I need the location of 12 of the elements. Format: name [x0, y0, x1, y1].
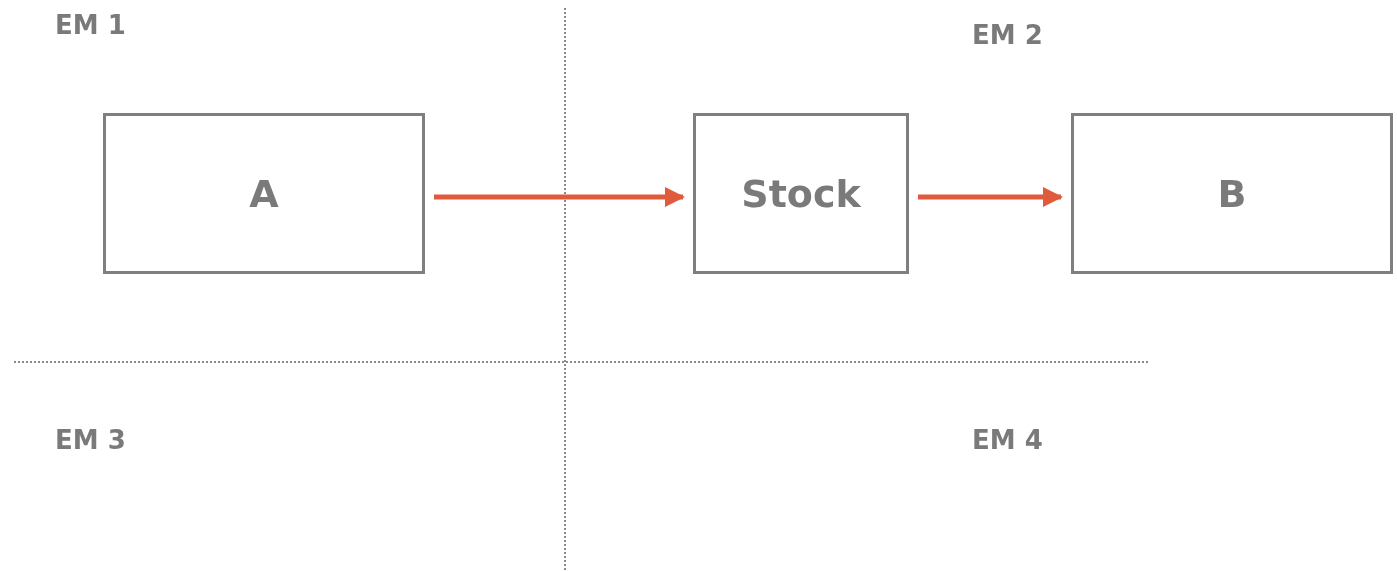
box-label: A: [249, 171, 279, 216]
process-box: [693, 113, 909, 274]
quadrant-label: EM 4: [972, 425, 1043, 455]
box-label: Stock: [741, 171, 861, 216]
quadrant-label: EM 3: [55, 425, 126, 455]
process-box: [1071, 113, 1393, 274]
quadrant-label: EM 2: [972, 20, 1043, 50]
arrow: [918, 187, 1063, 207]
arrow: [434, 187, 685, 207]
process-box: [103, 113, 425, 274]
quadrant-label: EM 1: [55, 10, 126, 40]
box-label: B: [1217, 171, 1247, 216]
